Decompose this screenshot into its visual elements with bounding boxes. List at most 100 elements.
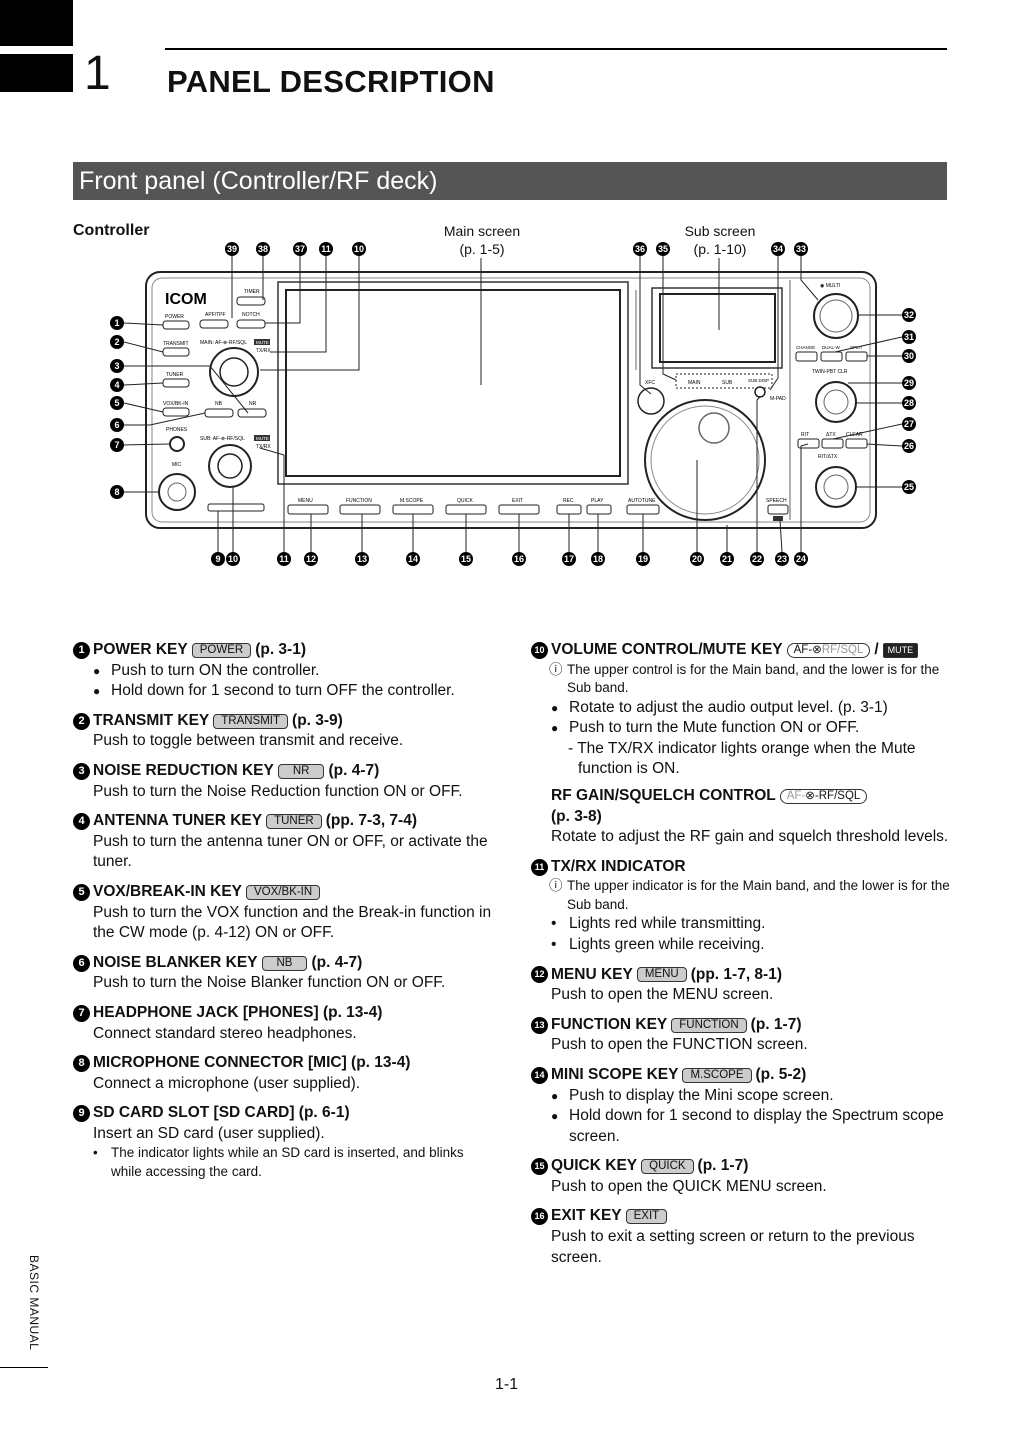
svg-text:SUB: AF-⊗-RF/SQL: SUB: AF-⊗-RF/SQL <box>200 436 245 442</box>
svg-text:NOTCH: NOTCH <box>242 312 260 318</box>
callout-16: 16 <box>512 552 526 566</box>
leader-lines <box>123 256 903 553</box>
panel-notch-key <box>236 319 266 329</box>
keycap-nr: NR <box>277 763 325 779</box>
panel-subdisp-key <box>754 386 766 398</box>
callout-23: 23 <box>775 552 789 566</box>
panel-sd-slot <box>207 503 265 512</box>
callout-34: 34 <box>771 242 785 256</box>
keycap-transmit: TRANSMIT <box>213 713 289 729</box>
callout-35: 35 <box>656 242 670 256</box>
chapter-rule <box>165 48 947 50</box>
keycap-power: POWER <box>191 642 252 658</box>
panel-play-key <box>586 504 612 515</box>
panel-multi-knob <box>813 293 859 339</box>
main-screen-callout: Main screen (p. 1-5) <box>430 222 534 258</box>
panel-split-key <box>845 351 868 362</box>
main-screen-name: Main screen <box>443 223 521 239</box>
panel-function-key <box>339 504 381 515</box>
svg-text:CHANGE: CHANGE <box>796 345 815 350</box>
callout-29: 29 <box>902 376 916 390</box>
svg-text:◉ MULTI: ◉ MULTI <box>820 283 840 289</box>
sub-screen-name: Sub screen <box>684 223 756 239</box>
svg-text:POWER: POWER <box>165 314 184 320</box>
callout-14: 14 <box>406 552 420 566</box>
svg-text:TX/RX: TX/RX <box>256 348 271 354</box>
callout-17: 17 <box>562 552 576 566</box>
keycap-quick: QUICK <box>641 1159 694 1175</box>
callout-37: 37 <box>293 242 307 256</box>
callout-11-bottom: 11 <box>277 552 291 566</box>
svg-text:RIT: RIT <box>801 432 809 438</box>
callout-22: 22 <box>750 552 764 566</box>
keycap-af-rf-sql: AF-⊗RF/SQL <box>786 642 871 658</box>
svg-text:SUB DISP: SUB DISP <box>748 378 769 383</box>
keycap-vox: VOX/BK-IN <box>246 884 321 900</box>
callout-20: 20 <box>690 552 704 566</box>
panel-dtx-key <box>821 438 844 449</box>
panel-power-key <box>162 320 190 330</box>
svg-text:NR: NR <box>249 401 257 407</box>
panel-rit-knob <box>815 466 857 508</box>
svg-text:AUTOTUNE: AUTOTUNE <box>628 498 656 504</box>
svg-text:M-PAD: M-PAD <box>770 396 786 402</box>
svg-text:REC: REC <box>563 498 574 504</box>
panel-nb-key <box>204 408 234 418</box>
page-number: 1-1 <box>495 1376 519 1393</box>
svg-text:TRANSMIT: TRANSMIT <box>163 341 189 347</box>
svg-text:APF/TPF: APF/TPF <box>205 312 226 318</box>
panel-timer-key <box>236 296 266 306</box>
svg-text:TIMER: TIMER <box>244 289 260 295</box>
callout-38: 38 <box>256 242 270 256</box>
panel-apf-key <box>199 319 229 329</box>
svg-text:EXIT: EXIT <box>512 498 523 504</box>
svg-text:TX/RX: TX/RX <box>256 444 271 450</box>
callout-8: 8 <box>110 485 124 499</box>
callout-18: 18 <box>591 552 605 566</box>
callout-27: 27 <box>902 417 916 431</box>
keycap-menu: MENU <box>636 967 687 983</box>
panel-quick-key <box>445 504 487 515</box>
keycap-mscope: M.SCOPE <box>682 1067 752 1083</box>
figure-label: Controller <box>73 222 150 239</box>
callout-5: 5 <box>110 396 124 410</box>
svg-text:PHONES: PHONES <box>166 427 188 433</box>
svg-text:MIC: MIC <box>172 462 182 468</box>
svg-text:MUTE: MUTE <box>256 436 269 441</box>
callout-26: 26 <box>902 439 916 453</box>
sub-screen-ref: (p. 1-10) <box>693 241 747 257</box>
callout-4: 4 <box>110 378 124 392</box>
panel-menu-key <box>287 504 329 515</box>
svg-text:MAIN: MAIN <box>688 380 701 386</box>
callout-36: 36 <box>633 242 647 256</box>
main-screen <box>285 289 621 477</box>
callout-33: 33 <box>794 242 808 256</box>
svg-text:TWIN-PBT CLR: TWIN-PBT CLR <box>812 369 848 375</box>
keycap-rf-sql: AF-⊗-RF/SQL <box>779 788 868 804</box>
callout-32: 32 <box>902 308 916 322</box>
svg-text:PLAY: PLAY <box>591 498 604 504</box>
callout-3: 3 <box>110 359 124 373</box>
callout-7: 7 <box>110 438 124 452</box>
callout-9: 9 <box>211 552 225 566</box>
svg-text:VOX/BK-IN: VOX/BK-IN <box>163 401 189 407</box>
svg-text:M.SCOPE: M.SCOPE <box>400 498 424 504</box>
brand-logo: ICOM <box>165 291 207 308</box>
svg-text:ΔTX: ΔTX <box>826 432 836 438</box>
callout-30: 30 <box>902 349 916 363</box>
svg-text:SPEECH: SPEECH <box>766 498 787 504</box>
panel-xfc-key <box>637 387 665 415</box>
sub-screen-callout: Sub screen (p. 1-10) <box>668 222 772 258</box>
